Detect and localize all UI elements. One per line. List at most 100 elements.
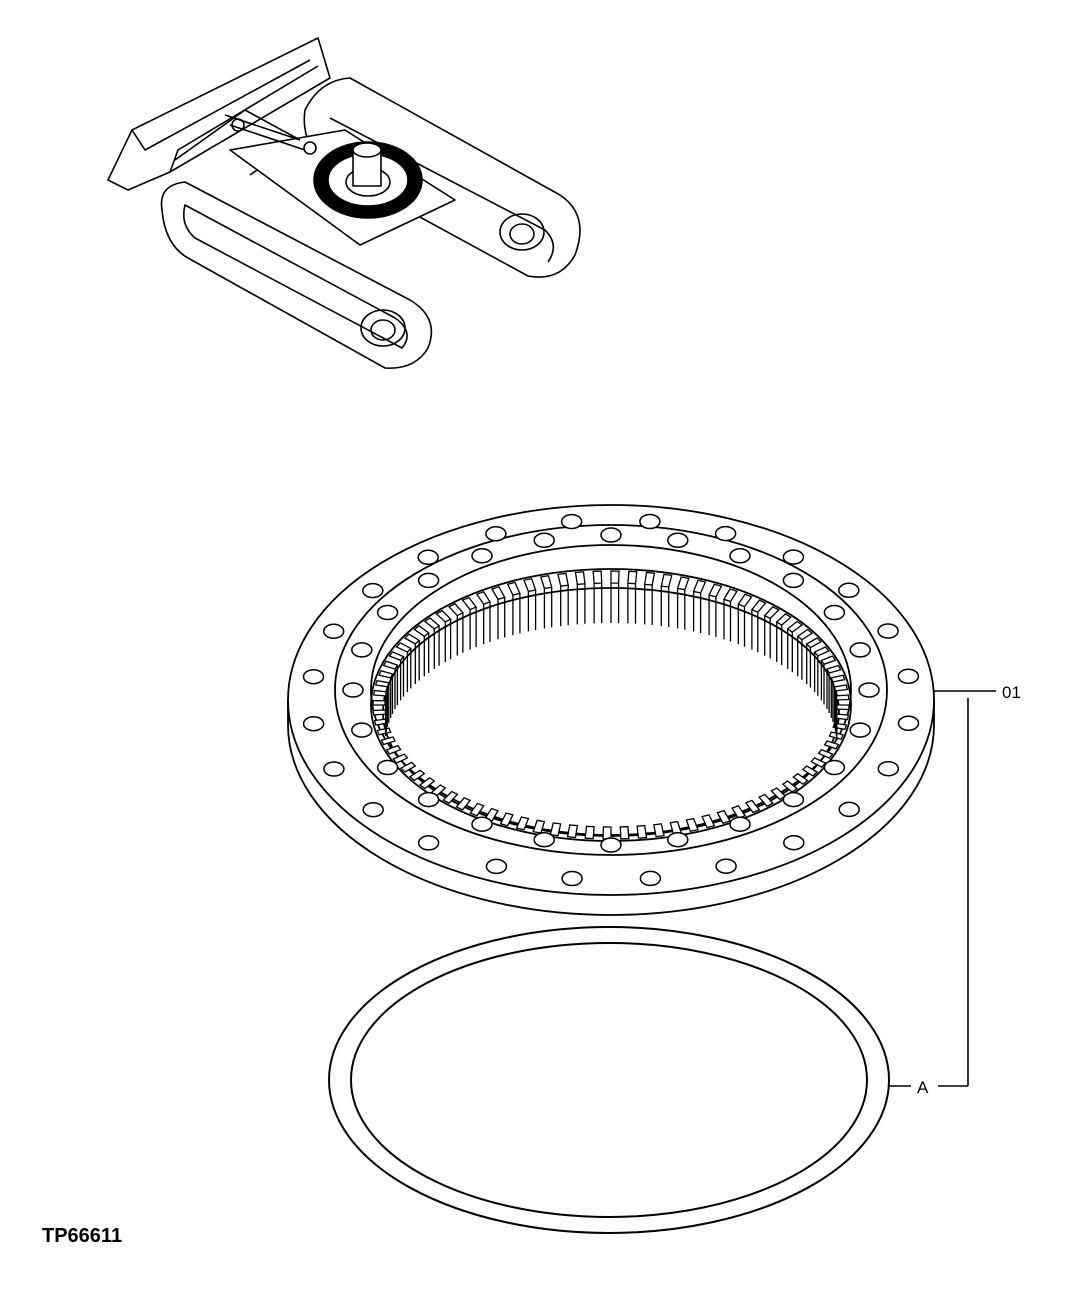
- gear-tooth: [701, 814, 716, 829]
- callout-item-label: A: [917, 1078, 929, 1097]
- gear-tooth: [636, 824, 648, 839]
- gear-tooth: [469, 802, 485, 817]
- bolt-hole: [877, 760, 900, 777]
- gear-tooth: [515, 816, 530, 831]
- bolt-hole: [897, 715, 920, 732]
- gear-teeth: [372, 570, 850, 840]
- bolt-hole: [533, 532, 555, 549]
- gear-tooth: [653, 823, 665, 838]
- gear-tooth: [392, 753, 409, 764]
- outer-bolt-holes: [302, 513, 920, 887]
- gear-tooth: [592, 570, 603, 584]
- gear-tooth: [627, 570, 638, 585]
- gear-tooth: [455, 797, 472, 811]
- bolt-hole: [351, 722, 373, 738]
- gear-tooth: [566, 824, 579, 839]
- bolt-hole: [302, 715, 325, 732]
- gear-tooth: [602, 826, 612, 840]
- gear-tooth: [643, 571, 656, 586]
- gear-tooth: [835, 694, 850, 701]
- gear-tooth: [532, 819, 546, 834]
- inner-bolt-holes: [342, 527, 880, 853]
- gear-tooth: [792, 772, 809, 786]
- gear-tooth: [385, 744, 402, 755]
- gear-tooth: [442, 790, 459, 805]
- bolt-hole: [471, 816, 493, 832]
- bolt-hole: [823, 604, 846, 621]
- bolt-hole: [485, 526, 507, 542]
- bolt-hole: [417, 791, 440, 808]
- callout-part-label: 01: [1002, 683, 1021, 702]
- gear-tooth: [833, 684, 849, 692]
- gear-tooth: [408, 769, 426, 782]
- bolt-hole: [849, 722, 871, 738]
- bolt-hole: [715, 858, 737, 874]
- gear-tooth: [716, 809, 731, 824]
- bolt-hole: [897, 668, 920, 685]
- bolt-hole: [849, 642, 871, 658]
- gear-tooth: [549, 822, 562, 837]
- bolt-hole: [639, 870, 662, 887]
- bolt-hole: [533, 831, 555, 848]
- bolt-hole: [783, 834, 805, 851]
- bolt-hole: [560, 513, 583, 530]
- gear-tooth: [770, 787, 787, 801]
- gear-tooth: [619, 826, 630, 840]
- gear-tooth: [801, 765, 819, 777]
- bolt-hole: [838, 801, 860, 818]
- gear-tooth: [372, 689, 388, 697]
- gear-tooth: [418, 776, 436, 790]
- bolt-hole: [667, 532, 689, 549]
- bolt-hole: [600, 527, 622, 543]
- gear-tooth: [499, 812, 514, 827]
- bolt-hole: [471, 548, 493, 564]
- bolt-hole: [417, 835, 440, 851]
- bolt-hole: [838, 582, 860, 599]
- bolt-hole: [485, 858, 508, 875]
- figure-reference-id: TP66611: [42, 1225, 122, 1247]
- bolt-hole: [417, 572, 440, 589]
- gear-tooth: [399, 761, 417, 773]
- bolt-hole: [729, 548, 751, 564]
- bolt-hole: [858, 682, 880, 698]
- bolt-hole: [877, 623, 899, 639]
- bolt-hole: [351, 642, 373, 658]
- gear-tooth: [817, 748, 834, 759]
- gear-tooth: [823, 740, 840, 750]
- bolt-hole: [376, 759, 399, 776]
- bolt-hole: [714, 525, 737, 542]
- bolt-hole: [729, 816, 751, 832]
- gear-tooth: [744, 799, 761, 814]
- gear-tooth: [376, 727, 392, 736]
- bolt-hole: [782, 549, 805, 565]
- gear-tooth: [836, 704, 850, 711]
- o-ring-seal: [328, 926, 890, 1234]
- gear-tooth: [758, 793, 774, 808]
- bolt-hole: [600, 837, 622, 853]
- gear-tooth: [574, 571, 586, 586]
- bolt-hole: [376, 604, 399, 621]
- bolt-hole: [362, 801, 384, 818]
- bolt-hole: [639, 513, 661, 530]
- gear-tooth: [610, 570, 620, 584]
- bolt-hole: [417, 549, 439, 566]
- bolt-hole: [322, 623, 345, 640]
- bolt-hole: [782, 791, 805, 808]
- excavator-undercarriage-icon: [107, 37, 581, 369]
- bolt-hole: [323, 761, 345, 777]
- gear-tooth: [810, 757, 827, 769]
- bolt-hole: [667, 831, 689, 848]
- gear-tooth: [834, 713, 850, 721]
- bolt-hole: [362, 582, 384, 599]
- gear-tooth: [372, 699, 386, 706]
- bolt-hole: [561, 870, 583, 887]
- gear-tooth: [584, 825, 595, 840]
- bolt-hole: [302, 668, 325, 685]
- gear-tooth: [781, 780, 799, 793]
- gear-tooth: [372, 709, 387, 716]
- bolt-hole: [782, 572, 805, 589]
- swing-bearing-ring-gear: [287, 504, 935, 916]
- gear-tooth: [685, 817, 699, 833]
